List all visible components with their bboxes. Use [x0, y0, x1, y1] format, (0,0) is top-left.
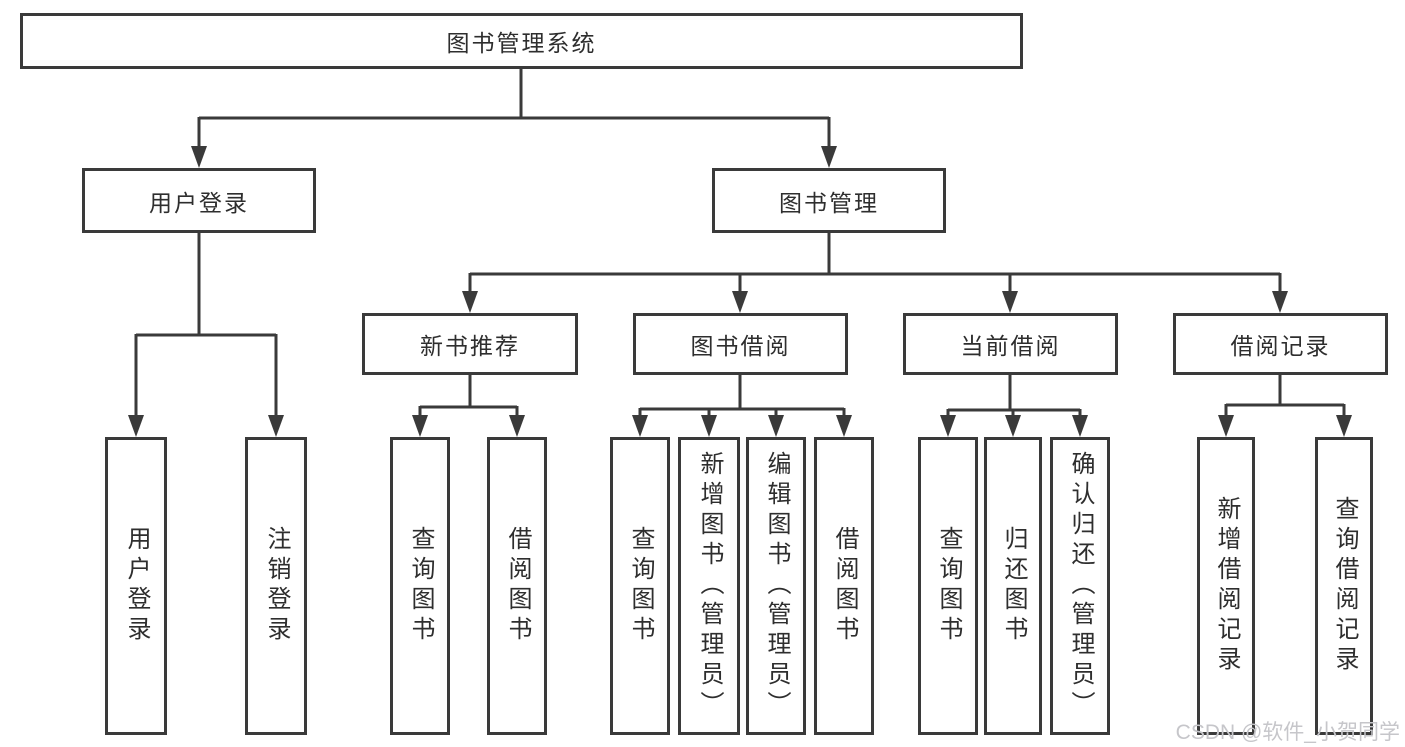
leaf-logout: 注销登录	[245, 437, 307, 735]
arrow-head	[701, 415, 717, 437]
connector-userlogin-to-leaves	[128, 233, 284, 437]
arrow-head	[1218, 415, 1234, 437]
arrow-head	[632, 415, 648, 437]
arrow-head	[462, 291, 478, 313]
arrow-head	[1002, 291, 1018, 313]
arrow-head	[509, 415, 525, 437]
arrow-head	[128, 415, 144, 437]
arrow-head	[1336, 415, 1352, 437]
leaf-borrowing-edit-books-admin: 编辑图书（管理员）	[746, 437, 806, 735]
arrow-head	[940, 415, 956, 437]
arrow-head	[836, 415, 852, 437]
node-borrowing-records: 借阅记录	[1173, 313, 1388, 375]
leaf-records-add-record: 新增借阅记录	[1197, 437, 1255, 735]
leaf-borrowing-borrow-books: 借阅图书	[814, 437, 874, 735]
arrow-head	[1072, 415, 1088, 437]
leaf-borrowing-add-books-admin: 新增图书（管理员）	[678, 437, 740, 735]
arrow-head	[412, 415, 428, 437]
node-book-management: 图书管理	[712, 168, 946, 233]
node-new-book-recommend: 新书推荐	[362, 313, 578, 375]
arrow-head	[732, 291, 748, 313]
leaf-records-query-record: 查询借阅记录	[1315, 437, 1373, 735]
leaf-borrowing-query-books: 查询图书	[610, 437, 670, 735]
connector-current-to-leaves	[940, 375, 1088, 437]
leaf-current-confirm-return-admin: 确认归还（管理员）	[1050, 437, 1110, 735]
arrow-head	[1005, 415, 1021, 437]
leaf-newbooks-query-books: 查询图书	[390, 437, 450, 735]
node-book-borrowing: 图书借阅	[633, 313, 848, 375]
leaf-current-query-books: 查询图书	[918, 437, 978, 735]
arrow-head	[268, 415, 284, 437]
arrow-head	[768, 415, 784, 437]
arrow-head	[821, 146, 837, 168]
leaf-user-login: 用户登录	[105, 437, 167, 735]
leaf-current-return-books: 归还图书	[984, 437, 1042, 735]
csdn-watermark: CSDN @软件_小贺同学	[1175, 721, 1400, 744]
node-library-management-system: 图书管理系统	[20, 13, 1023, 69]
arrow-head	[1272, 291, 1288, 313]
connector-bookmgmt-to-level3	[462, 233, 1288, 313]
connector-root-to-level2	[191, 69, 837, 168]
arrow-head	[191, 146, 207, 168]
connector-borrowing-to-leaves	[632, 375, 852, 437]
connector-newbooks-to-leaves	[412, 375, 525, 437]
connector-records-to-leaves	[1218, 375, 1352, 437]
node-user-login: 用户登录	[82, 168, 316, 233]
node-current-borrowing: 当前借阅	[903, 313, 1118, 375]
leaf-newbooks-borrow-books: 借阅图书	[487, 437, 547, 735]
